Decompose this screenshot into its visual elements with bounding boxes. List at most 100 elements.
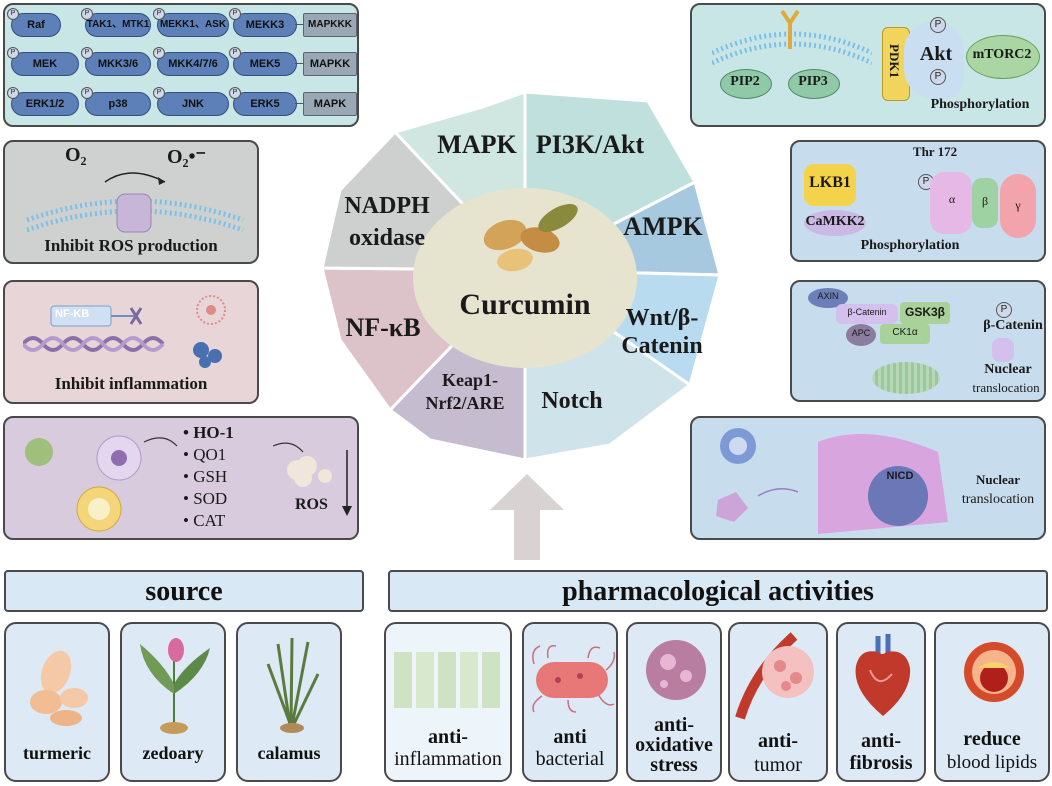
bacteria-icon	[532, 645, 616, 713]
sector-nadph-line1: NADPH	[344, 193, 430, 219]
list-item: • QO1	[183, 445, 227, 464]
sector-pi3k-akt: PI3K/Akt	[535, 130, 645, 159]
dna-icon	[23, 305, 165, 352]
nfkb-panel: NF-KB Inhibit inflammation	[3, 280, 259, 404]
activity-line1: anti-	[758, 730, 798, 752]
activity-card-anti-bacterial: anti bacterial	[522, 622, 618, 782]
translocation-caption: translocation	[972, 380, 1040, 395]
raf-node: Raf	[11, 13, 61, 37]
turmeric-icon	[30, 650, 88, 726]
axin-label: AXIN	[817, 291, 839, 301]
activity-line2: oxidative	[635, 734, 713, 756]
activity-card-reduce-lipids: reduce blood lipids	[934, 622, 1050, 782]
ampk-alpha-node	[930, 172, 972, 234]
nrf2-panel: • HO-1 • QO1 • GSH • SOD • CAT ROS	[3, 416, 359, 540]
apc-node	[846, 324, 876, 346]
activity-line2: fibrosis	[849, 752, 913, 774]
activity-line2: blood lipids	[946, 752, 1038, 773]
lkb1-node	[804, 164, 856, 206]
sector-keap1-line1: Keap1-	[442, 370, 498, 390]
wnt-panel: AXIN β-Catenin GSK3β APC CK1α P β-Cateni…	[790, 280, 1046, 402]
sector-wnt-line1: Wnt/β-	[625, 305, 699, 331]
activity-line1: anti-	[861, 730, 901, 752]
beta-label: β	[981, 194, 989, 208]
phospho-pin: P	[7, 8, 19, 20]
curcumin-root-icon	[483, 204, 578, 272]
nuclear-caption: Nuclear	[975, 472, 1021, 487]
sector-mapk: MAPK	[437, 130, 517, 159]
inhibit-inflammation-caption: Inhibit inflammation	[54, 374, 208, 393]
apc-label: APC	[851, 328, 871, 338]
artery-icon	[964, 642, 1024, 702]
antioxidant-list: • HO-1 • QO1 • GSH • SOD • CAT	[183, 422, 234, 532]
gsk3b-node	[900, 302, 950, 324]
ampk-panel: Thr 172 LKB1 CaMKK2 P α β γ Phosphorylat…	[790, 140, 1046, 262]
ck1a-node	[880, 324, 930, 344]
bcatenin-node	[992, 338, 1014, 362]
sector-nfkb: NF-κB	[345, 313, 421, 342]
notch-cell-icon	[716, 428, 948, 534]
akt-label: Akt	[919, 43, 953, 65]
phospho-pin: P	[930, 69, 946, 85]
mtorc2-node	[966, 35, 1040, 79]
list-item: • HO-1	[183, 423, 234, 442]
activity-line2: tumor	[754, 754, 802, 776]
sector-ampk: AMPK	[623, 212, 703, 241]
turmeric-label: turmeric	[23, 743, 91, 763]
inhibit-ros-caption: Inhibit ROS production	[44, 236, 218, 255]
nadph-ros-panel: O₂ O₂•⁻ Inhibit ROS production	[3, 140, 259, 264]
mapkk-label: MAPKK	[303, 52, 357, 76]
gamma-label: γ	[1015, 198, 1021, 212]
heart-icon	[855, 634, 911, 716]
bcatenin-label: β-Catenin	[983, 318, 1043, 333]
zedoary-icon	[140, 638, 210, 734]
phospho-pin: P	[81, 8, 93, 20]
activity-line2: bacterial	[535, 748, 605, 770]
tak1-mtk1-node: TAK1、MTK1	[85, 13, 151, 37]
cytokine-icon	[193, 295, 226, 368]
sector-notch: Notch	[541, 388, 603, 414]
ros-label: ROS	[295, 496, 328, 513]
phospho-pin: P	[7, 87, 19, 99]
ck1a-label: CK1α	[892, 327, 918, 338]
tissue-icon	[394, 652, 500, 708]
gsk3b-label: GSK3β	[904, 305, 945, 319]
erk1-2-node: ERK1/2	[11, 92, 79, 116]
camkk2-label: CaMKK2	[805, 214, 865, 229]
alpha-label: α	[948, 192, 956, 206]
phospho-pin: P	[81, 87, 93, 99]
akt-node	[904, 21, 964, 99]
nucleus-icon	[872, 362, 940, 394]
nfkb-gene-label: NF-KB	[55, 308, 90, 320]
lkb1-label: LKB1	[809, 174, 851, 191]
phosphorylation-caption: Phosphorylation	[930, 97, 1030, 112]
phosphorylation-caption: Phosphorylation	[860, 238, 960, 253]
pip2-label: PIP2	[730, 74, 760, 89]
mkk3-6-node: MKK3/6	[85, 52, 151, 76]
mapk-label: MAPK	[303, 92, 357, 116]
activity-card-anti-fibrosis: anti- fibrosis	[836, 622, 926, 782]
arrow	[295, 103, 303, 104]
curcumin-title: Curcumin	[459, 288, 591, 321]
activity-line1: reduce	[963, 728, 1021, 750]
zedoary-label: zedoary	[142, 743, 204, 763]
ampk-beta-node	[972, 178, 998, 228]
membrane-icon	[26, 172, 244, 233]
activity-line3: stress	[650, 754, 698, 776]
camkk2-node	[804, 210, 866, 236]
phospho-pin: P	[81, 47, 93, 59]
activity-card-anti-oxidative: anti- oxidative stress	[626, 622, 722, 782]
o2-radical-label: O₂•⁻	[167, 146, 207, 168]
activity-line1: anti	[553, 726, 587, 748]
mtorc2-label: mTORC2	[972, 47, 1032, 62]
phospho-pin: P	[229, 8, 241, 20]
o2-label: O₂	[65, 144, 87, 166]
bcatenin-small-node	[836, 304, 898, 324]
activity-card-anti-inflammation: anti- inflammation	[384, 622, 512, 782]
thr172-label: Thr 172	[912, 144, 958, 159]
activity-line2: inflammation	[394, 748, 502, 770]
mapk-cascade-panel: Raf TAK1、MTK1 MEKK1、ASK MEKK3 MAPKKK MEK…	[3, 3, 359, 127]
arrow	[295, 63, 303, 64]
source-header: source	[4, 570, 364, 612]
pip3-node	[788, 69, 840, 99]
